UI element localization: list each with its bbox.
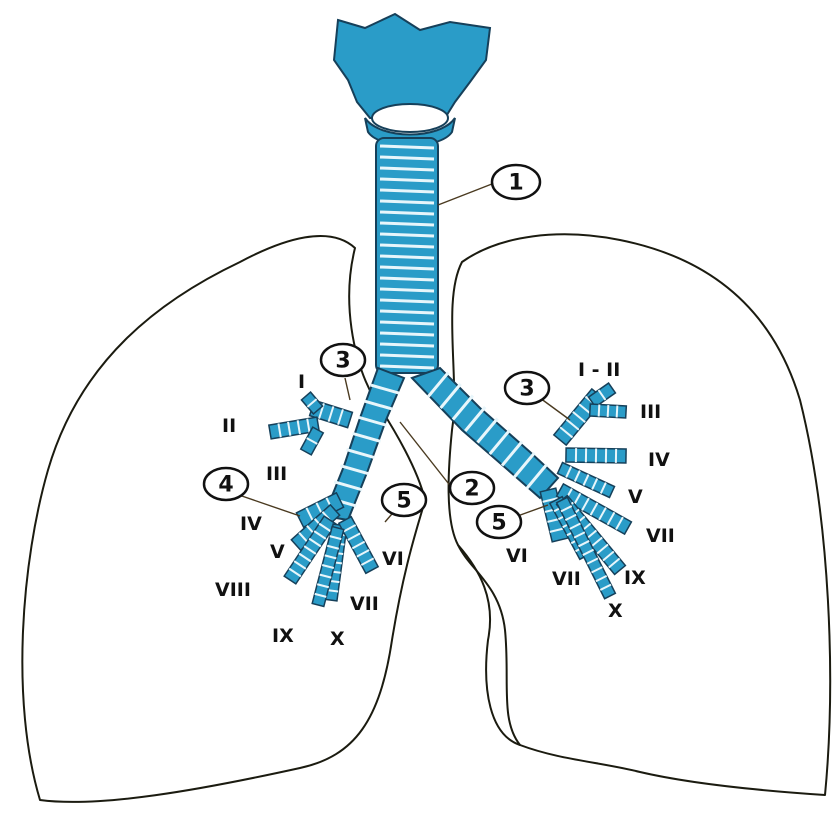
trachea-ring [380, 366, 434, 368]
callout-5-left: 5 [477, 506, 521, 538]
trachea-ring [380, 300, 434, 302]
cricoid-cartilage [372, 104, 448, 132]
trachea-ring [380, 179, 434, 181]
trachea-ring [380, 311, 434, 313]
left-segment-label-9: X [608, 600, 623, 622]
left-segmental-bronchus-ring [599, 405, 600, 417]
left-segment-label-8: IX [624, 567, 646, 589]
trachea-cartilage-rings [380, 146, 434, 368]
callout-5-left-label: 5 [491, 511, 506, 536]
left-segment-label-5: VI [506, 545, 528, 567]
callout-2: 2 [450, 472, 494, 504]
callout-1: 1 [492, 165, 540, 199]
left-segment-label-4: V [628, 486, 643, 508]
left-segmental-bronchus-ring [608, 405, 609, 417]
right-segment-label-5: V [270, 541, 285, 563]
trachea-ring [380, 355, 434, 357]
left-lung-cardiac-notch [458, 545, 520, 745]
callout-2-label: 2 [464, 477, 479, 502]
right-segment-label-8: VIII [215, 579, 251, 601]
callout-4: 4 [204, 468, 248, 500]
left-segmental-bronchi [540, 383, 631, 599]
leader-line-1 [438, 182, 497, 205]
left-segment-label-6: VII [646, 525, 675, 547]
trachea-ring [380, 245, 434, 247]
trachea-ring [380, 322, 434, 324]
left-segment-label-3: IV [648, 449, 670, 471]
right-segment-label-2: II [222, 415, 236, 437]
callout-3-left-label: 3 [519, 377, 534, 402]
callout-1-label: 1 [508, 171, 523, 196]
right-segment-label-7: VII [350, 593, 379, 615]
trachea-ring [380, 267, 434, 269]
callout-3-left: 3 [505, 372, 549, 404]
callout-5-right: 5 [382, 484, 426, 516]
trachea-ring [380, 234, 434, 236]
callout-5-right-label: 5 [396, 489, 411, 514]
trachea-ring [380, 344, 434, 346]
right-segment-label-10: X [330, 628, 345, 650]
trachea-ring [380, 146, 434, 148]
leader-line-3-left [540, 398, 570, 420]
left-segment-label-1: I - II [578, 359, 620, 381]
left-segment-label-7: VII [552, 568, 581, 590]
trachea-ring [380, 256, 434, 258]
callout-3-right-label: 3 [335, 349, 350, 374]
trachea-ring [380, 212, 434, 214]
right-lung-outline [22, 236, 425, 802]
callout-3-right: 3 [321, 344, 365, 376]
right-segment-label-3: III [266, 463, 287, 485]
right-segment-label-1: I [298, 371, 305, 393]
trachea-ring [380, 201, 434, 203]
callout-4-label: 4 [218, 473, 233, 498]
trachea-ring [380, 289, 434, 291]
trachea-ring [380, 168, 434, 170]
leader-line-3-right [345, 378, 350, 400]
trachea-ring [380, 190, 434, 192]
larynx-thyroid-cartilage [334, 14, 490, 118]
trachea-ring [380, 278, 434, 280]
right-segment-label-4: IV [240, 513, 262, 535]
right-segment-label-9: IX [272, 625, 294, 647]
left-segment-label-2: III [640, 401, 661, 423]
trachea-ring [380, 333, 434, 335]
trachea-ring [380, 223, 434, 225]
trachea-ring [380, 157, 434, 159]
right-segment-label-6: VI [382, 548, 404, 570]
left-segmental-bronchus-ring [617, 406, 618, 418]
